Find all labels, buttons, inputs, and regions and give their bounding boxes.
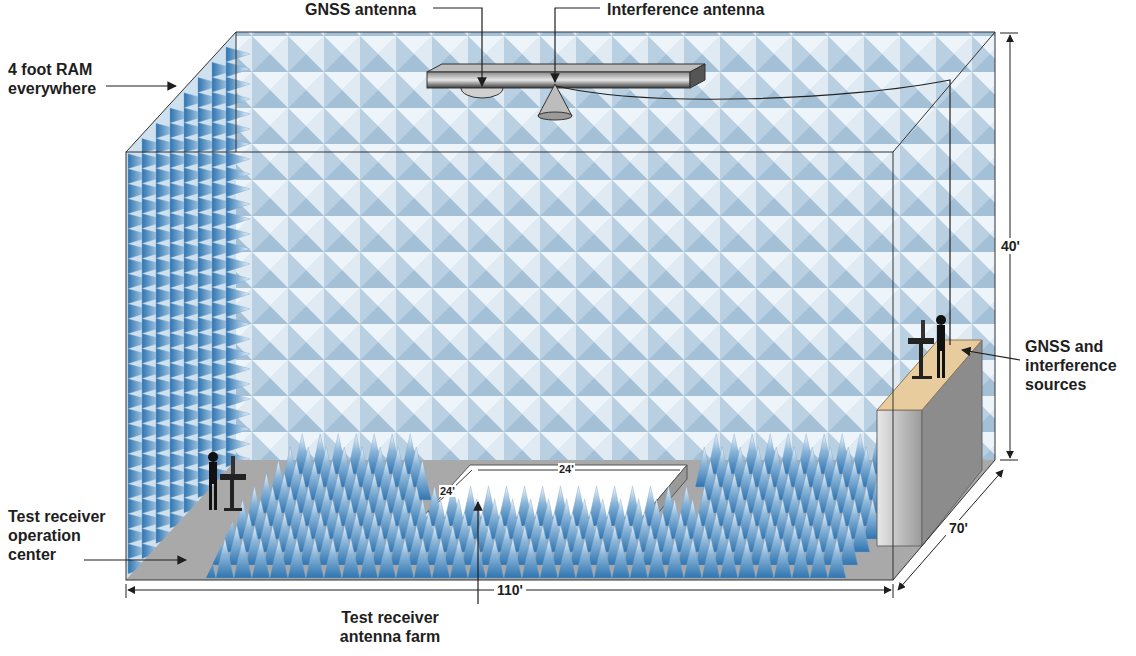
absorber-cone — [450, 538, 468, 578]
absorber-cone — [414, 538, 432, 578]
absorber-cone — [468, 538, 486, 578]
absorber-cone — [226, 377, 250, 392]
absorber-cone — [226, 332, 250, 347]
absorber-cone — [226, 62, 250, 77]
dimension-label: 40' — [998, 238, 1023, 254]
absorber-cone — [226, 437, 250, 452]
absorber-cone — [226, 92, 250, 107]
dimension-label: 110' — [494, 582, 526, 598]
absorber-cone — [558, 538, 576, 578]
back-wall — [236, 32, 995, 460]
absorber-cone — [378, 538, 396, 578]
absorber-cone — [226, 407, 250, 422]
absorber-cone — [226, 122, 250, 137]
absorber-cone — [226, 422, 250, 437]
absorber-cone — [226, 212, 250, 227]
absorber-cone — [594, 538, 612, 578]
absorber-cone — [702, 538, 720, 578]
room-outline — [126, 32, 995, 580]
callout-label: GNSS and interference sources — [1025, 337, 1131, 394]
absorber-cone — [234, 538, 252, 578]
absorber-cone — [630, 538, 648, 578]
antenna-mount — [427, 64, 950, 345]
absorber-cone — [324, 538, 342, 578]
operation-center — [126, 452, 262, 580]
absorber-cone — [226, 272, 250, 287]
dimension-label: 70' — [946, 520, 971, 536]
absorber-cone — [684, 538, 702, 578]
absorber-cone — [852, 512, 870, 552]
absorber-cone — [226, 137, 250, 152]
absorber-cone — [360, 538, 378, 578]
absorber-cone — [648, 538, 666, 578]
absorber-cone — [486, 538, 504, 578]
absorber-cone — [720, 538, 738, 578]
absorber-cone — [226, 197, 250, 212]
absorber-cone — [226, 107, 250, 122]
absorber-cone — [226, 182, 250, 197]
absorber-cone — [306, 538, 324, 578]
absorber-cone — [396, 538, 414, 578]
absorber-cone — [666, 538, 684, 578]
absorber-cone — [252, 538, 270, 578]
floor-absorbers-front — [198, 486, 894, 578]
absorber-cone — [612, 538, 630, 578]
left-wall-absorbers — [128, 47, 250, 574]
callout-label: Test receiver operation center — [8, 507, 126, 564]
absorber-cone — [810, 538, 828, 578]
absorber-cone — [226, 152, 250, 167]
absorber-cone — [504, 538, 522, 578]
absorber-cone — [226, 392, 250, 407]
callout-label: Interference antenna — [607, 0, 764, 19]
absorber-cone — [226, 302, 250, 317]
absorber-cone — [226, 47, 250, 62]
absorber-cone — [432, 538, 450, 578]
absorber-cone — [226, 77, 250, 92]
absorber-cone — [540, 538, 558, 578]
absorber-cone — [226, 257, 250, 272]
absorber-cone — [226, 227, 250, 242]
absorber-cone — [738, 538, 756, 578]
absorber-cone — [828, 538, 846, 578]
absorber-cone — [288, 538, 306, 578]
callout-label: GNSS antenna — [305, 0, 416, 19]
absorber-cone — [792, 538, 810, 578]
absorber-cone — [226, 242, 250, 257]
absorber-cone — [840, 525, 858, 565]
absorber-cone — [774, 538, 792, 578]
leader-lines — [84, 8, 1020, 604]
absorber-cone — [342, 538, 360, 578]
callout-label: Test receiver antenna farm — [325, 608, 455, 646]
dimension-label: 24' — [558, 463, 575, 475]
absorber-cone — [270, 538, 288, 578]
absorber-cone — [226, 287, 250, 302]
dimension-label: 24' — [439, 485, 456, 497]
absorber-cone — [226, 167, 250, 182]
absorber-cone — [756, 538, 774, 578]
absorber-cone — [226, 347, 250, 362]
absorber-cone — [576, 538, 594, 578]
absorber-cone — [226, 317, 250, 332]
dimension-lines — [126, 33, 1018, 598]
absorber-cone — [226, 362, 250, 377]
callout-label: 4 foot RAM everywhere — [8, 60, 108, 98]
absorber-cone — [522, 538, 540, 578]
